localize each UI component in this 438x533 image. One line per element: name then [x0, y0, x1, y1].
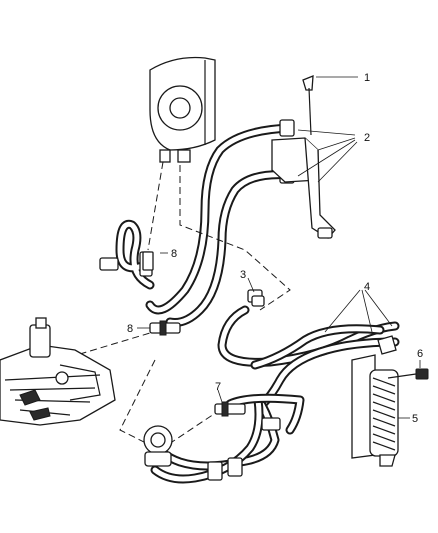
callout-5: 5	[412, 413, 418, 425]
callout-labels: 1 2 3 4 5 6 7 8 8	[127, 72, 423, 425]
fitting-7	[214, 401, 246, 417]
hose-bracket	[271, 75, 336, 239]
callout-2: 2	[364, 132, 370, 144]
leader-lines	[137, 76, 421, 419]
routing-line-c	[119, 359, 156, 446]
steering-gear	[0, 317, 116, 426]
fitting-8-lower	[149, 320, 181, 336]
pump-mount	[149, 56, 216, 163]
lower-hose-assembly	[143, 393, 305, 484]
callout-6: 6	[417, 348, 423, 360]
callout-8-upper: 8	[171, 248, 177, 260]
bolt	[387, 368, 429, 380]
routing-line-b	[59, 329, 161, 361]
callout-4: 4	[364, 281, 370, 293]
callout-3: 3	[240, 269, 246, 281]
callout-7: 7	[215, 381, 221, 393]
callout-8-lower: 8	[127, 323, 133, 335]
hose-clip	[247, 289, 265, 307]
cooler-hoses	[217, 305, 400, 410]
callout-1: 1	[364, 72, 370, 84]
routing-line-a	[179, 165, 291, 311]
fitting-8-upper	[142, 161, 164, 271]
cooler-fins	[372, 377, 396, 451]
power-steering-cooler	[351, 335, 399, 467]
